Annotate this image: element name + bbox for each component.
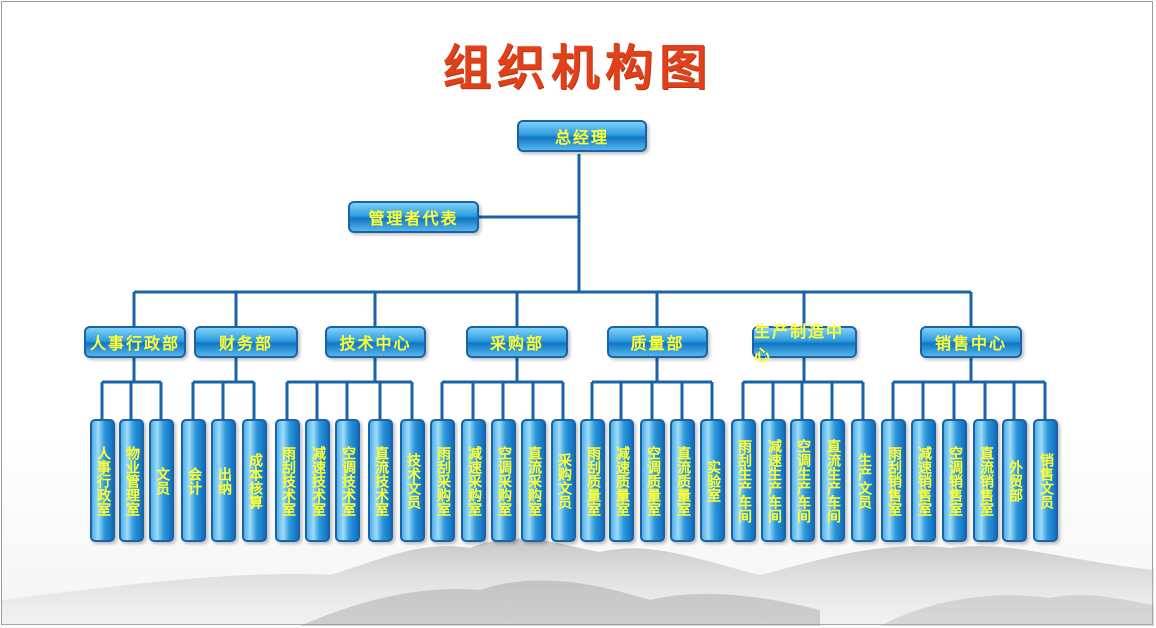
department-box: 技术中心 — [325, 326, 426, 358]
unit-box: 直流销售室 — [973, 419, 998, 542]
chart-title: 组织机构图 — [442, 40, 713, 96]
unit-box: 雨刮采购室 — [430, 419, 455, 542]
unit-box: 减速销售室 — [911, 419, 936, 542]
unit-box: 空调采购室 — [491, 419, 516, 542]
unit-box: 生产文员 — [851, 419, 876, 542]
unit-box: 空调技术室 — [335, 419, 360, 542]
unit-box: 减速生产车间 — [761, 419, 786, 542]
unit-box: 直流质量室 — [670, 419, 695, 542]
unit-box: 直流生产车间 — [820, 419, 845, 542]
unit-box: 空调销售室 — [942, 419, 967, 542]
unit-box: 雨刮生产车间 — [731, 419, 756, 542]
unit-box: 采购文员 — [551, 419, 576, 542]
unit-box: 雨刮质量室 — [580, 419, 605, 542]
unit-box: 文员 — [149, 419, 174, 542]
department-box: 采购部 — [466, 326, 568, 358]
unit-box: 空调生产车间 — [790, 419, 815, 542]
unit-box: 空调质量室 — [640, 419, 665, 542]
unit-box: 直流采购室 — [521, 419, 546, 542]
unit-box: 会计 — [181, 419, 206, 542]
unit-box: 技术文员 — [400, 419, 425, 542]
unit-box: 雨刮技术室 — [275, 419, 300, 542]
unit-box: 成本核算 — [242, 419, 267, 542]
unit-box: 物业管理室 — [119, 419, 144, 542]
department-box: 质量部 — [607, 326, 708, 358]
department-box: 生产制造中心 — [752, 322, 857, 365]
unit-box: 减速技术室 — [305, 419, 330, 542]
unit-box: 减速质量室 — [609, 419, 634, 542]
department-box: 财务部 — [194, 326, 298, 358]
unit-box: 外贸部 — [1002, 419, 1027, 542]
unit-box: 销售文员 — [1033, 419, 1058, 542]
root-box-general-manager: 总经理 — [517, 120, 647, 152]
unit-box: 减速采购室 — [461, 419, 486, 542]
department-box: 人事行政部 — [84, 326, 186, 358]
department-box: 销售中心 — [920, 326, 1022, 358]
unit-box: 实验室 — [700, 419, 725, 542]
unit-box: 出纳 — [211, 419, 236, 542]
box-management-representative: 管理者代表 — [348, 201, 479, 233]
unit-box: 人事行政室 — [90, 419, 115, 542]
unit-box: 雨刮销售室 — [881, 419, 906, 542]
unit-box: 直流技术室 — [368, 419, 393, 542]
